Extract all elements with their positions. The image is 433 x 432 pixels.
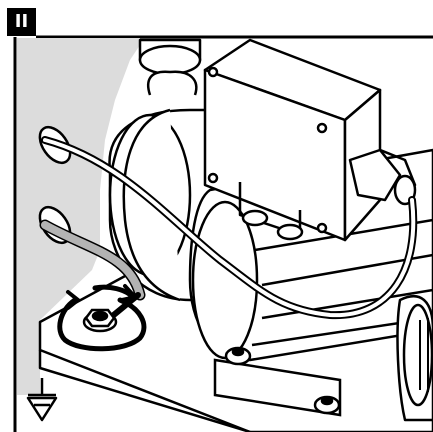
terminal-box [203,38,382,242]
ground-screw [82,308,118,333]
mounting-bolts [213,346,342,417]
clockwise-tighten-arrow-icon [57,284,147,352]
earth-ground-icon [26,378,58,422]
cable-gland [348,148,417,206]
power-cable [41,136,418,320]
frame [13,35,433,432]
step-number-badge: II [7,8,36,36]
